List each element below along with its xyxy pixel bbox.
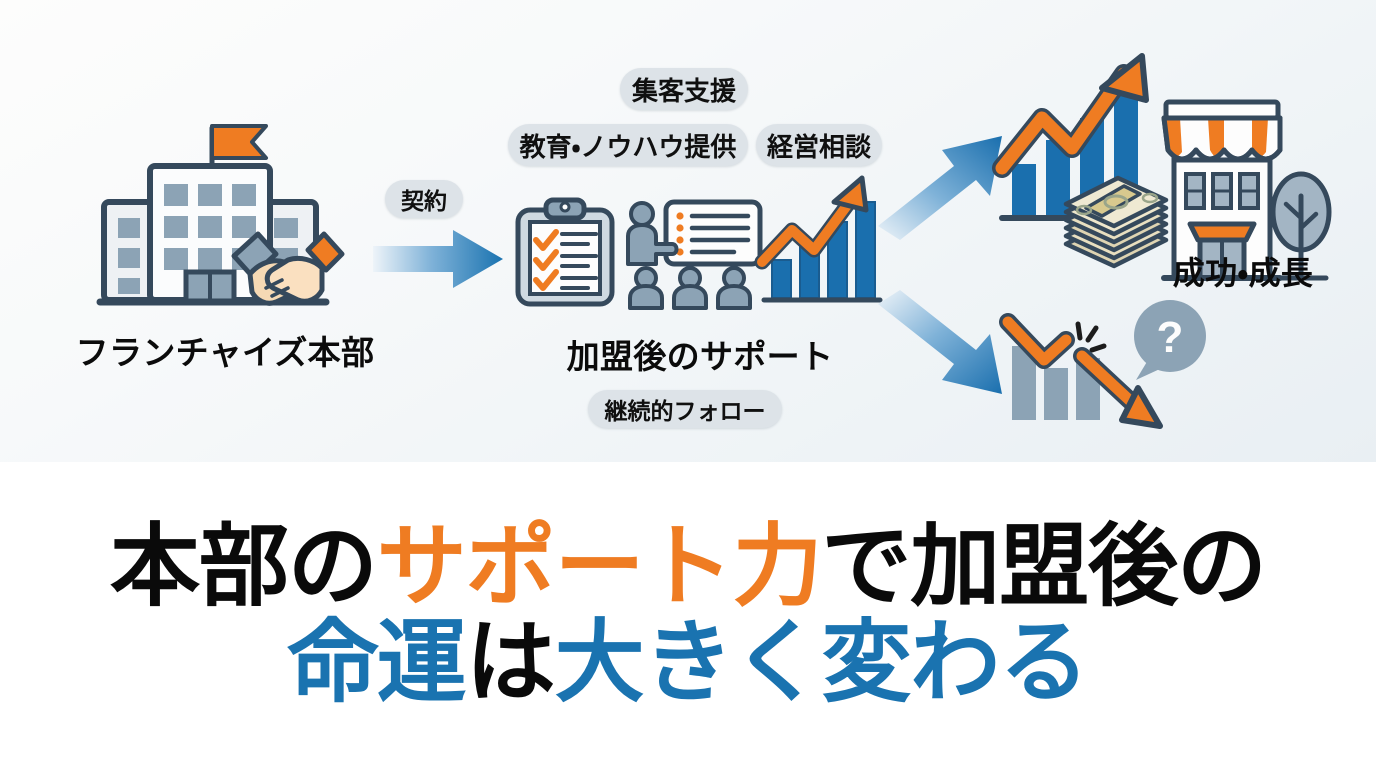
headline-l1-seg-2: で加盟後の [821, 514, 1267, 620]
tree-icon [1268, 170, 1334, 282]
diagram-panel: フランチャイズ本部 契約 集客支援 教育・ノウハウ提供 経営相談 [0, 0, 1376, 462]
growth-bar-chart-icon [754, 175, 883, 310]
headquarters-building-handshake-icon [96, 120, 345, 310]
training-presentation-icon [622, 199, 764, 310]
center-node-label: 加盟後のサポート [566, 338, 834, 375]
badge-center-0: 集客支援 [620, 68, 748, 110]
declining-chart-icon [999, 312, 1200, 432]
headline-l1-seg-1: サポート力 [376, 514, 823, 620]
storefront-icon [1161, 99, 1283, 290]
badge-center-1: 教育・ノウハウ提供 [508, 124, 748, 166]
clipboard-checklist-icon [512, 196, 618, 308]
badge-contract: 契約 [385, 180, 463, 218]
headline-l2-seg-0: 命運 [287, 610, 467, 715]
headline-line-2: 命運は大きく変わる [288, 617, 1089, 709]
question-bubble-icon: ? [1122, 296, 1214, 392]
headline-block: 本部のサポート力で加盟後の 命運は大きく変わる [0, 462, 1376, 768]
diagonal-up-arrow-icon [876, 130, 1008, 242]
success-label: 成功・成長 [1172, 255, 1314, 291]
left-node-label: フランチャイズ本部 [75, 334, 375, 371]
money-stack-icon [1062, 175, 1170, 270]
headline-l2-seg-1: は [465, 610, 556, 715]
headline-line-1: 本部のサポート力で加盟後の [110, 521, 1267, 613]
headline-l2-seg-2: 大きく変わる [554, 610, 1090, 715]
right-arrow-icon [373, 228, 505, 290]
badge-center-2: 経営相談 [756, 124, 882, 166]
badge-continuous-follow: 継続的フォロー [588, 390, 782, 428]
svg-text:?: ? [1157, 313, 1184, 362]
diagonal-down-arrow-icon [876, 290, 1008, 410]
headline-l1-seg-0: 本部の [110, 514, 378, 620]
